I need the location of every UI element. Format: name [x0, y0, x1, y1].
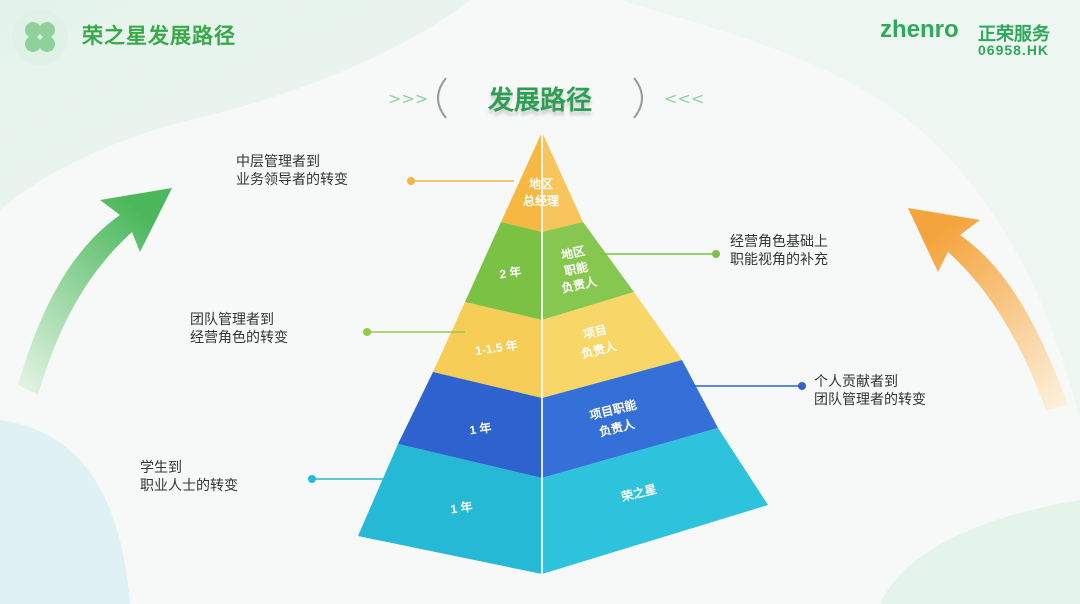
- top-left-label-line2: 总经理: [523, 193, 559, 208]
- connectors: [308, 177, 806, 483]
- brand-logo-cn: 正荣服务: [978, 24, 1050, 44]
- stock-code: 06958.HK: [978, 42, 1050, 58]
- pyramid-layer-top-left: [501, 132, 542, 232]
- yellow-right-label-line1: 项目: [582, 322, 609, 341]
- note-star: 学生到 职业人士的转变: [140, 458, 238, 494]
- clover-logo-icon: [12, 9, 68, 65]
- section-heading: 发展路径: [487, 85, 592, 115]
- top-left-blob: [0, 0, 470, 210]
- note-project-head: 团队管理者到 经营角色的转变: [190, 310, 288, 346]
- pyramid-layer-4-left: [398, 372, 542, 478]
- pyramid-layer-2-right: [542, 222, 634, 320]
- top-left-label-line1: 地区: [529, 176, 553, 191]
- cyan-left-label: 1 年: [449, 499, 473, 517]
- green-right-label-line2: 职能: [563, 259, 590, 279]
- pyramid-layer-3-left: [433, 302, 542, 398]
- pyramid-layer-2-left: [465, 222, 542, 320]
- note-line: 职能视角的补充: [730, 251, 828, 267]
- pyramid-layer-4-right: [542, 360, 718, 478]
- pyramid-layer-top-right: [542, 132, 583, 232]
- note-line: 业务领导者的转变: [236, 171, 348, 187]
- chevrons-right-icon: <<<: [664, 89, 704, 108]
- pyramid: [358, 132, 768, 574]
- bottom-left-blob: [0, 420, 130, 604]
- note-regional-function: 经营角色基础上 职能视角的补充: [730, 232, 828, 268]
- note-line: 职业人士的转变: [140, 477, 238, 493]
- yellow-left-label: 1-1.5 年: [474, 337, 518, 358]
- pyramid-layer-base-right: [542, 428, 768, 574]
- page-title: 荣之星发展路径: [82, 25, 236, 48]
- right-blob: [620, 0, 1080, 420]
- note-line: 中层管理者到: [236, 153, 320, 169]
- note-line: 团队管理者到: [190, 311, 274, 327]
- bracket-left-icon: [437, 77, 447, 119]
- bottom-right-blob: [880, 500, 1080, 604]
- left-growth-arrow-icon: [18, 188, 172, 395]
- note-line: 个人贡献者到: [814, 373, 898, 389]
- blue-left-label: 1 年: [468, 420, 492, 438]
- note-line: 学生到: [140, 459, 182, 475]
- green-left-label: 2 年: [498, 264, 522, 282]
- green-right-label-line1: 地区: [560, 243, 587, 263]
- chevrons-left-icon: >>>: [388, 89, 428, 108]
- brand-logo-word: zhenro: [880, 16, 959, 43]
- right-growth-arrow-icon: [908, 208, 1068, 410]
- pyramid-layer-base-left: [358, 444, 542, 574]
- pyramid-layer-3-right: [542, 292, 682, 398]
- note-regional-gm: 中层管理者到 业务领导者的转变: [236, 152, 348, 188]
- note-functional-head: 个人贡献者到 团队管理者的转变: [814, 372, 926, 408]
- bracket-right-icon: [633, 77, 643, 119]
- note-line: 经营角色基础上: [730, 233, 828, 249]
- note-line: 团队管理者的转变: [814, 391, 926, 407]
- note-line: 经营角色的转变: [190, 329, 288, 345]
